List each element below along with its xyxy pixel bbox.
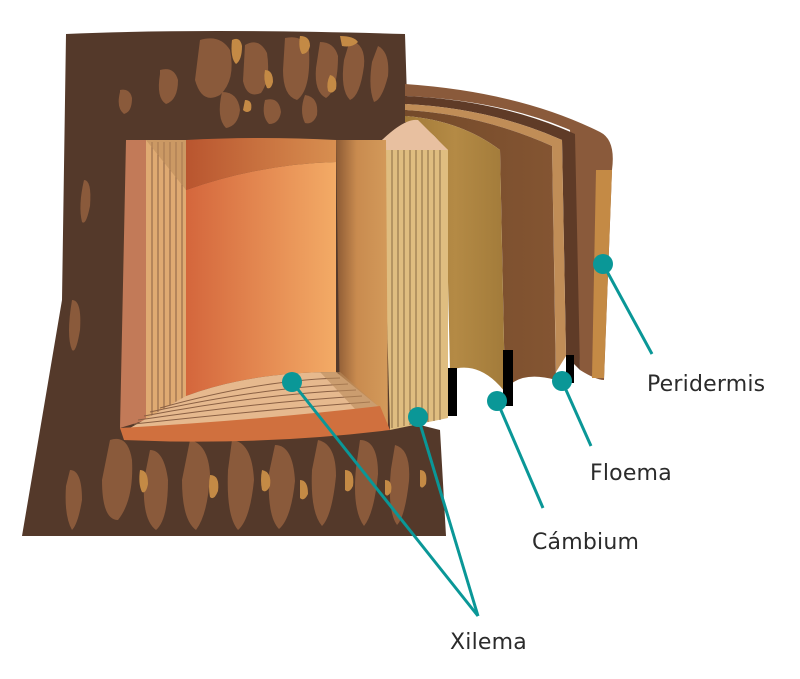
- label-peridermis: Peridermis: [647, 372, 766, 397]
- label-xilema: Xilema: [450, 630, 527, 655]
- floema-leader-line: [560, 380, 593, 447]
- peridermis-leader-line: [601, 263, 654, 355]
- label-floema: Floema: [590, 461, 672, 486]
- label-cambium: Cámbium: [532, 530, 640, 555]
- xilema-leader-line-inner: [290, 381, 480, 617]
- cambium-leader-line: [495, 400, 545, 509]
- floema-marker: [552, 371, 572, 391]
- outer-layers: [405, 84, 613, 416]
- cambium-marker: [487, 391, 507, 411]
- peridermis-marker: [593, 254, 613, 274]
- xilema-marker-outer: [408, 407, 428, 427]
- xilema-leader-line-outer: [416, 416, 480, 617]
- sapwood-right: [336, 119, 448, 430]
- callouts: [282, 254, 654, 617]
- xilema-marker-inner: [282, 372, 302, 392]
